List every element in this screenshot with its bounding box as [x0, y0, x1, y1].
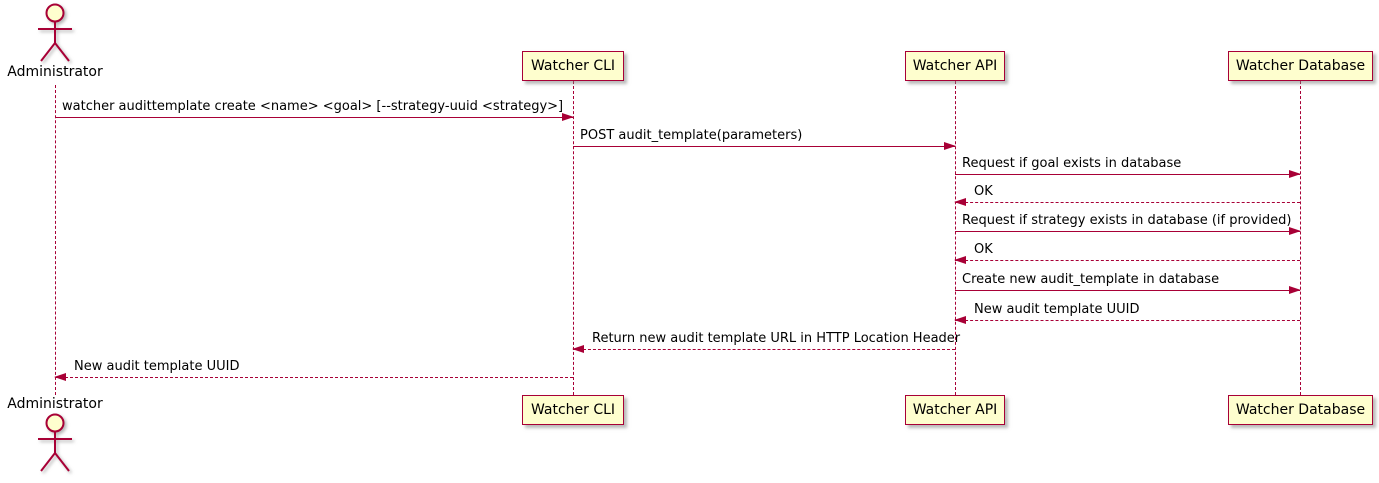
message-arrow: [954, 197, 1300, 206]
arrowhead-right-icon: [1289, 170, 1301, 178]
message-arrow: [573, 142, 956, 150]
message-label: Request if strategy exists in database (…: [962, 213, 1292, 228]
arrowhead-right-icon: [562, 113, 574, 121]
message-request-goal-exists: Request if goal exists in database: [955, 156, 1301, 178]
message-label: OK: [974, 242, 993, 257]
actor-administrator-top: Administrator: [0, 2, 115, 80]
message-label: New audit template UUID: [74, 359, 240, 374]
participant-watcher-database-bottom: Watcher Database: [1228, 395, 1373, 425]
participant-watcher-database-top: Watcher Database: [1228, 51, 1373, 81]
arrowhead-right-icon: [944, 142, 956, 150]
arrowhead-left-icon: [954, 255, 966, 264]
arrowhead-left-icon: [954, 315, 966, 324]
arrowhead-left-icon: [54, 372, 66, 381]
message-arrow: [572, 344, 955, 353]
message-strategy-ok: OK: [954, 242, 1300, 264]
message-return-url-location-header: Return new audit template URL in HTTP Lo…: [572, 331, 961, 353]
message-new-audit-template-uuid-admin: New audit template UUID: [54, 359, 573, 381]
arrowhead-left-icon: [954, 197, 966, 206]
lifeline-watcher-api: [955, 81, 956, 395]
lifeline-watcher-database: [1300, 81, 1301, 395]
actor-administrator-bottom: Administrator: [0, 396, 115, 474]
message-create-audit-template-db: Create new audit_template in database: [955, 272, 1301, 294]
actor-stick-figure-icon: [38, 3, 72, 62]
message-arrow: [55, 113, 574, 121]
participant-watcher-cli-top: Watcher CLI: [522, 51, 624, 81]
message-arrow: [54, 372, 573, 381]
message-label: Return new audit template URL in HTTP Lo…: [592, 331, 961, 346]
message-label: Create new audit_template in database: [962, 272, 1220, 287]
actor-label-administrator: Administrator: [7, 396, 103, 412]
message-goal-ok: OK: [954, 184, 1300, 206]
message-arrow: [955, 286, 1301, 294]
message-label: New audit template UUID: [974, 302, 1140, 317]
participant-watcher-api-bottom: Watcher API: [905, 395, 1005, 425]
message-label: OK: [974, 184, 993, 199]
message-arrow: [954, 315, 1300, 324]
message-request-strategy-exists: Request if strategy exists in database (…: [955, 213, 1301, 235]
message-label: watcher audittemplate create <name> <goa…: [62, 99, 564, 114]
arrowhead-left-icon: [572, 344, 584, 353]
actor-stick-figure-icon: [38, 413, 72, 472]
message-arrow: [955, 170, 1301, 178]
message-arrow: [954, 255, 1300, 264]
participant-watcher-api-top: Watcher API: [905, 51, 1005, 81]
arrowhead-right-icon: [1289, 286, 1301, 294]
message-create-audittemplate: watcher audittemplate create <name> <goa…: [55, 99, 574, 121]
message-arrow: [955, 227, 1301, 235]
lifeline-watcher-cli: [573, 81, 574, 395]
message-label: Request if goal exists in database: [962, 156, 1182, 171]
message-post-audit-template: POST audit_template(parameters): [573, 128, 956, 150]
arrowhead-right-icon: [1289, 227, 1301, 235]
actor-label-administrator: Administrator: [7, 64, 103, 80]
message-label: POST audit_template(parameters): [580, 128, 803, 143]
message-new-audit-template-uuid-db: New audit template UUID: [954, 302, 1300, 324]
lifeline-administrator: [55, 85, 56, 395]
participant-watcher-cli-bottom: Watcher CLI: [522, 395, 624, 425]
